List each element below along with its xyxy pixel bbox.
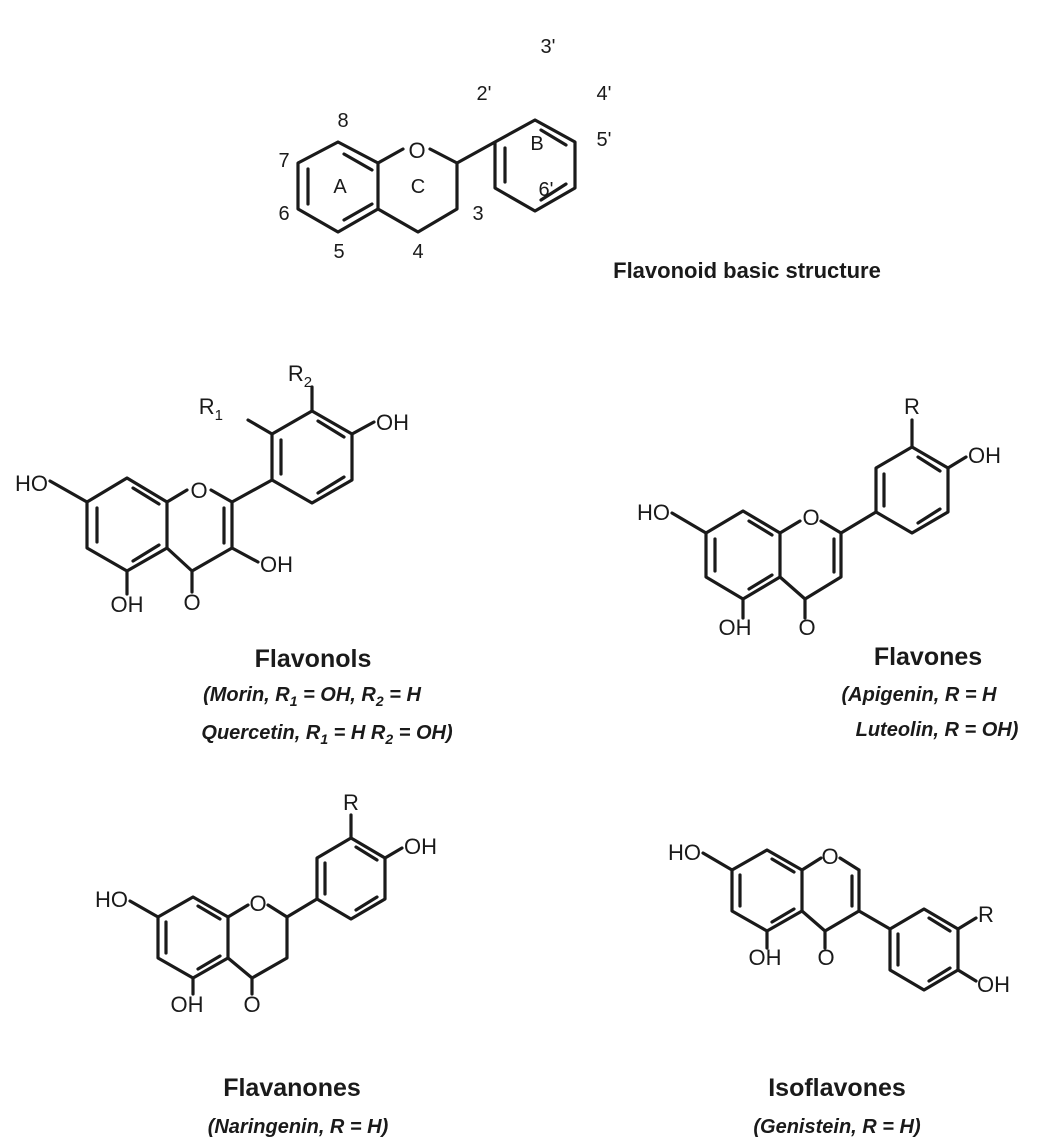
flavones-subtitle-line-2: Luteolin, R = OH) <box>856 719 1019 741</box>
flavones-ring-oxygen: O <box>802 505 819 530</box>
flavonols-oh-3: OH <box>260 552 293 577</box>
basic-ring-a-label: A <box>333 176 347 198</box>
flavonols-title: Flavonols <box>255 645 372 673</box>
flavonols-ring-oxygen: O <box>190 478 207 503</box>
flavanones-r: R <box>343 790 359 815</box>
flavanones-carbonyl-oxygen: O <box>243 992 260 1017</box>
basic-position-3-prime: 3' <box>541 36 556 58</box>
flavonols-subtitle-line-2: Quercetin, R1 = H R2 = OH) <box>201 722 453 747</box>
isoflavones-title: Isoflavones <box>768 1074 906 1102</box>
isoflavones-subtitle: (Genistein, R = H) <box>753 1116 921 1138</box>
flavonols-ho: HO <box>15 471 48 496</box>
flavones-ho: HO <box>637 500 670 525</box>
flavones-oh-5: OH <box>719 615 752 640</box>
basic-ring-c-label: C <box>411 176 425 198</box>
flavones-r: R <box>904 394 920 419</box>
isoflavones-r: R <box>978 902 994 927</box>
basic-ring-b-label: B <box>530 133 543 155</box>
basic-structure-title: Flavonoid basic structure <box>613 258 881 283</box>
isoflavones-ring-oxygen: O <box>821 844 838 869</box>
flavanones-ring-oxygen: O <box>249 891 266 916</box>
flavones-structure: HO O O OH R OH Flavones (Apigenin, R = H… <box>637 394 1019 741</box>
basic-position-7: 7 <box>278 150 289 172</box>
flavanones-ho: HO <box>95 887 128 912</box>
isoflavones-structure: HO O O OH R OH Isoflavones (Genistein, R… <box>668 840 1010 1138</box>
flavanones-structure: HO O O OH R OH Flavanones (Naringenin, R… <box>95 790 437 1138</box>
flavonols-r1: R1 <box>199 394 223 424</box>
isoflavones-oh-5: OH <box>749 945 782 970</box>
isoflavones-ho: HO <box>668 840 701 865</box>
basic-position-2-prime: 2' <box>477 83 492 105</box>
flavonols-r2: R2 <box>288 361 312 391</box>
basic-position-4: 4 <box>412 241 423 263</box>
flavanones-subtitle: (Naringenin, R = H) <box>208 1116 389 1138</box>
basic-structure: O A C B 8 7 6 5 4 3 2' 3' 4' 5' 6' Flavo… <box>278 36 880 283</box>
flavones-title: Flavones <box>874 643 982 671</box>
flavonols-structure: HO O OH O OH OH R1 R2 Flavonols (Morin, … <box>15 361 453 747</box>
basic-position-6: 6 <box>278 203 289 225</box>
basic-position-4-prime: 4' <box>597 83 612 105</box>
basic-position-8: 8 <box>337 110 348 132</box>
flavonols-subtitle-line-1: (Morin, R1 = OH, R2 = H <box>203 684 421 709</box>
flavones-oh-b: OH <box>968 443 1001 468</box>
basic-ring-oxygen: O <box>408 138 425 163</box>
basic-position-5: 5 <box>333 241 344 263</box>
basic-position-3: 3 <box>472 203 483 225</box>
basic-position-5-prime: 5' <box>597 129 612 151</box>
basic-bonds <box>296 118 577 234</box>
flavonols-bonds <box>48 385 376 596</box>
basic-position-6-prime: 6' <box>539 179 554 201</box>
isoflavones-oh-b: OH <box>977 972 1010 997</box>
flavones-subtitle-line-1: (Apigenin, R = H <box>842 684 998 706</box>
flavanones-bonds <box>128 813 404 996</box>
flavanones-title: Flavanones <box>223 1074 361 1102</box>
flavones-carbonyl-oxygen: O <box>798 615 815 640</box>
isoflavones-carbonyl-oxygen: O <box>817 945 834 970</box>
flavones-bonds <box>670 418 968 620</box>
flavonols-carbonyl-oxygen: O <box>183 590 200 615</box>
flavanones-oh-b: OH <box>404 834 437 859</box>
flavonols-oh-5: OH <box>111 592 144 617</box>
isoflavones-bonds <box>701 848 978 992</box>
flavonols-oh-b: OH <box>376 410 409 435</box>
flavanones-oh-5: OH <box>171 992 204 1017</box>
